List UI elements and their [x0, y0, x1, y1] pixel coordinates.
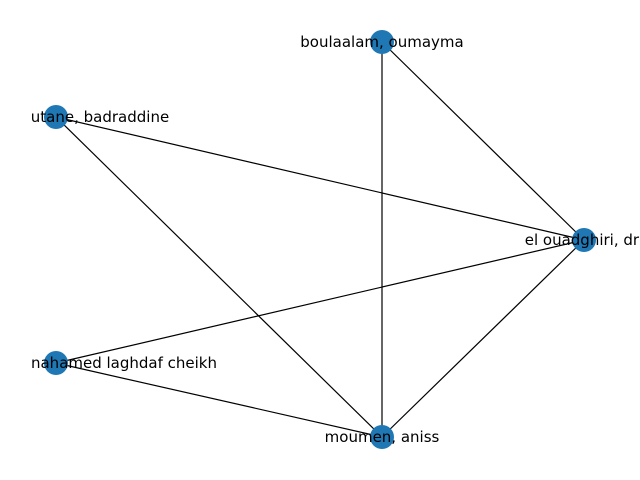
edge-boulaalam-elouadghiri [381, 41, 585, 241]
node-label-badraddine: utane, badraddine [31, 108, 169, 126]
edge-elouadghiri-moumen [381, 239, 585, 438]
node-mahamed [44, 351, 68, 375]
node-label-moumen: moumen, aniss [325, 428, 440, 446]
node-badraddine [44, 105, 68, 129]
edge-badraddine-moumen [55, 116, 383, 438]
edge-mahamed-elouadghiri [55, 239, 585, 364]
node-label-mahamed: nahamed laghdaf cheikh [31, 354, 217, 372]
node-label-boulaalam: boulaalam, oumayma [300, 33, 463, 51]
node-boulaalam [370, 30, 394, 54]
edge-mahamed-moumen [55, 362, 383, 438]
nodes-layer [44, 30, 596, 449]
edge-badraddine-elouadghiri [55, 116, 585, 241]
node-label-elouadghiri: el ouadghiri, dri [525, 231, 640, 249]
labels-layer: boulaalam, oumayma utane, badraddine el ou… [31, 33, 640, 446]
edges-layer [55, 41, 585, 438]
node-elouadghiri [572, 228, 596, 252]
node-moumen [370, 425, 394, 449]
